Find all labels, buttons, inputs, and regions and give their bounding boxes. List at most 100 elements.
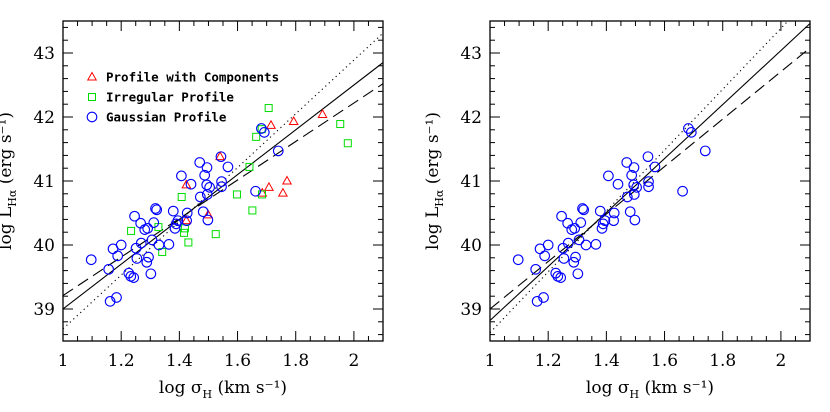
data-point-circle [145,268,157,280]
plot-frame [489,20,811,342]
data-point-circle [558,253,570,264]
y-tick-label: 43 [460,44,482,64]
fit-line-dotted [490,21,789,334]
data-point-triangle [263,181,275,191]
x-tick-label: 1.8 [282,351,309,371]
x-tick-label: 1.2 [535,351,562,371]
data-point-circle [530,263,542,275]
data-point-circle [542,239,554,251]
data-point-square [336,120,345,129]
data-point-circle [131,253,143,264]
data-point-circle [163,239,175,250]
data-point-circle [590,239,602,250]
legend-label: Gaussian Profile [106,110,227,125]
data-point-circle [578,204,590,216]
data-point-triangle [265,119,277,129]
data-point-circle [103,263,115,275]
x-tick-label: 1 [58,351,69,371]
data-point-square [257,125,266,134]
data-point-circle [570,251,581,263]
data-point-circle [629,214,641,226]
data-point-circle [573,234,585,246]
data-point-circle [531,295,543,307]
data-point-square [245,162,254,171]
data-point-circle [612,178,624,190]
x-tick-label: 1.2 [108,351,135,371]
legend-marker-circle [86,111,98,123]
x-tick-label: 1.6 [651,351,678,371]
data-point-circle [172,215,184,227]
data-point-circle [167,205,179,217]
data-point-circle [215,151,227,163]
fit-line-dotted [63,32,383,330]
data-point-circle [572,268,584,280]
data-point-circle [538,292,549,303]
x-tick-label: 2 [775,351,786,371]
data-point-square [127,226,136,235]
data-point-circle [115,239,127,251]
data-point-square [248,206,257,215]
data-point-square [180,228,189,237]
data-point-circle [204,182,215,193]
data-point-square [184,238,193,247]
y-tick-label: 41 [460,172,482,192]
data-point-square [264,104,273,113]
y-tick-label: 39 [33,300,55,320]
legend-marker-square [88,93,96,101]
legend-label: Irregular Profile [106,90,234,105]
series-square [127,104,352,257]
data-point-circle [569,223,581,234]
data-point-circle [181,207,193,219]
data-point-circle [112,250,124,262]
data-point-circle [512,254,524,266]
data-point-square [232,190,241,199]
y-tick-label: 41 [33,172,55,192]
x-tick-label: 1 [485,351,496,371]
data-point-circle [202,214,214,226]
data-point-circle [104,295,116,307]
data-point-circle [150,203,161,214]
data-point-square [343,139,352,148]
x-axis-label: log σH (km s⁻¹) [159,378,287,401]
data-point-circle [194,157,206,168]
x-tick-label: 1.6 [224,351,251,371]
y-axis-label: log LHα (erg s⁻¹) [423,112,446,250]
data-point-circle [628,179,640,191]
data-point-circle [143,251,154,263]
data-point-triangle [203,209,214,219]
data-point-circle [621,157,633,168]
x-tick-label: 1.4 [593,351,620,371]
data-point-circle [603,170,614,182]
data-point-circle [201,162,213,173]
data-point-circle [142,223,154,234]
data-point-circle [201,189,213,200]
data-point-circle [628,189,640,200]
data-point-circle [181,215,192,227]
plot-frame [62,20,384,342]
data-point-circle [649,161,661,173]
data-point-circle [135,237,147,249]
data-point-triangle [288,115,299,125]
data-point-circle [608,207,620,219]
data-point-circle [599,215,611,227]
series-circle [85,123,284,307]
series-triangle [181,108,328,225]
data-point-circle [258,127,270,138]
data-point-circle [631,182,642,193]
data-point-circle [677,185,688,197]
data-point-square [252,132,261,141]
fit-line-solid [490,23,810,321]
data-point-circle [580,239,592,251]
data-point-square [177,193,186,201]
data-point-circle [621,191,633,203]
legend-label: Profile with Components [106,70,279,85]
y-tick-label: 42 [33,108,55,128]
fit-line-dashed [490,47,810,310]
data-point-circle [128,272,140,283]
data-point-circle [577,203,588,214]
data-point-circle [129,210,140,222]
data-point-circle [643,176,654,187]
data-point-circle [575,217,587,228]
fit-lines [490,21,810,334]
